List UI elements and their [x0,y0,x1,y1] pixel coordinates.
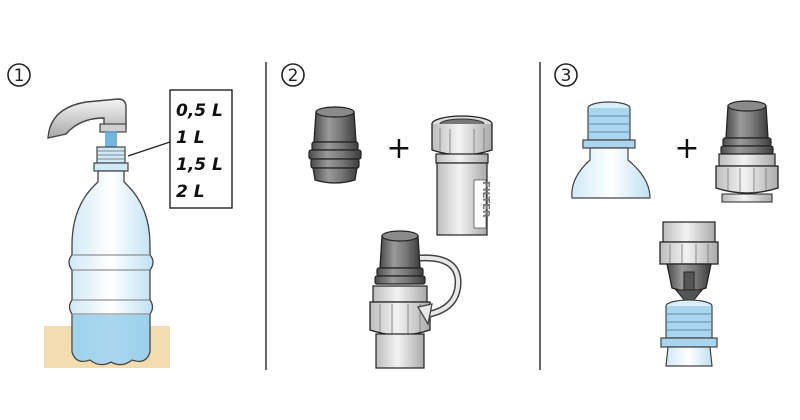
volume-option-2l: 2 L [176,182,205,202]
gray-filter-cap [308,106,362,184]
volume-option-1l: 1 L [176,128,205,148]
step-3-number: 3 [561,66,572,86]
volume-option-1-5l: 1,5 L [176,155,223,175]
down-arrow-icon [674,271,704,307]
plus-sign-step-3: + [674,131,699,166]
volume-option-0-5l: 0,5 L [176,101,223,121]
step-1-panel: 1 0,5 L 1 L [7,63,233,368]
plus-sign-step-2: + [386,131,411,166]
step-2-number: 2 [288,66,299,86]
step-2-panel: 2 + FILTER [281,63,493,369]
step-2-number-badge: 2 [281,63,305,87]
filter-with-cap [715,100,779,203]
bottle-top [571,101,651,199]
filter-tube-label: FILTER [480,181,491,218]
rotate-arrow-icon [416,254,462,326]
plastic-bottle [68,146,154,366]
step-3-number-badge: 3 [554,63,578,87]
receiving-bottle-neck [660,299,718,367]
step-1-number: 1 [14,66,25,86]
assembled-filter [369,230,431,369]
step-3-panel: 3 + [554,63,779,367]
volume-callout: 0,5 L 1 L 1,5 L 2 L [127,89,233,209]
filter-tube: FILTER [431,115,493,236]
step-1-number-badge: 1 [7,63,31,87]
